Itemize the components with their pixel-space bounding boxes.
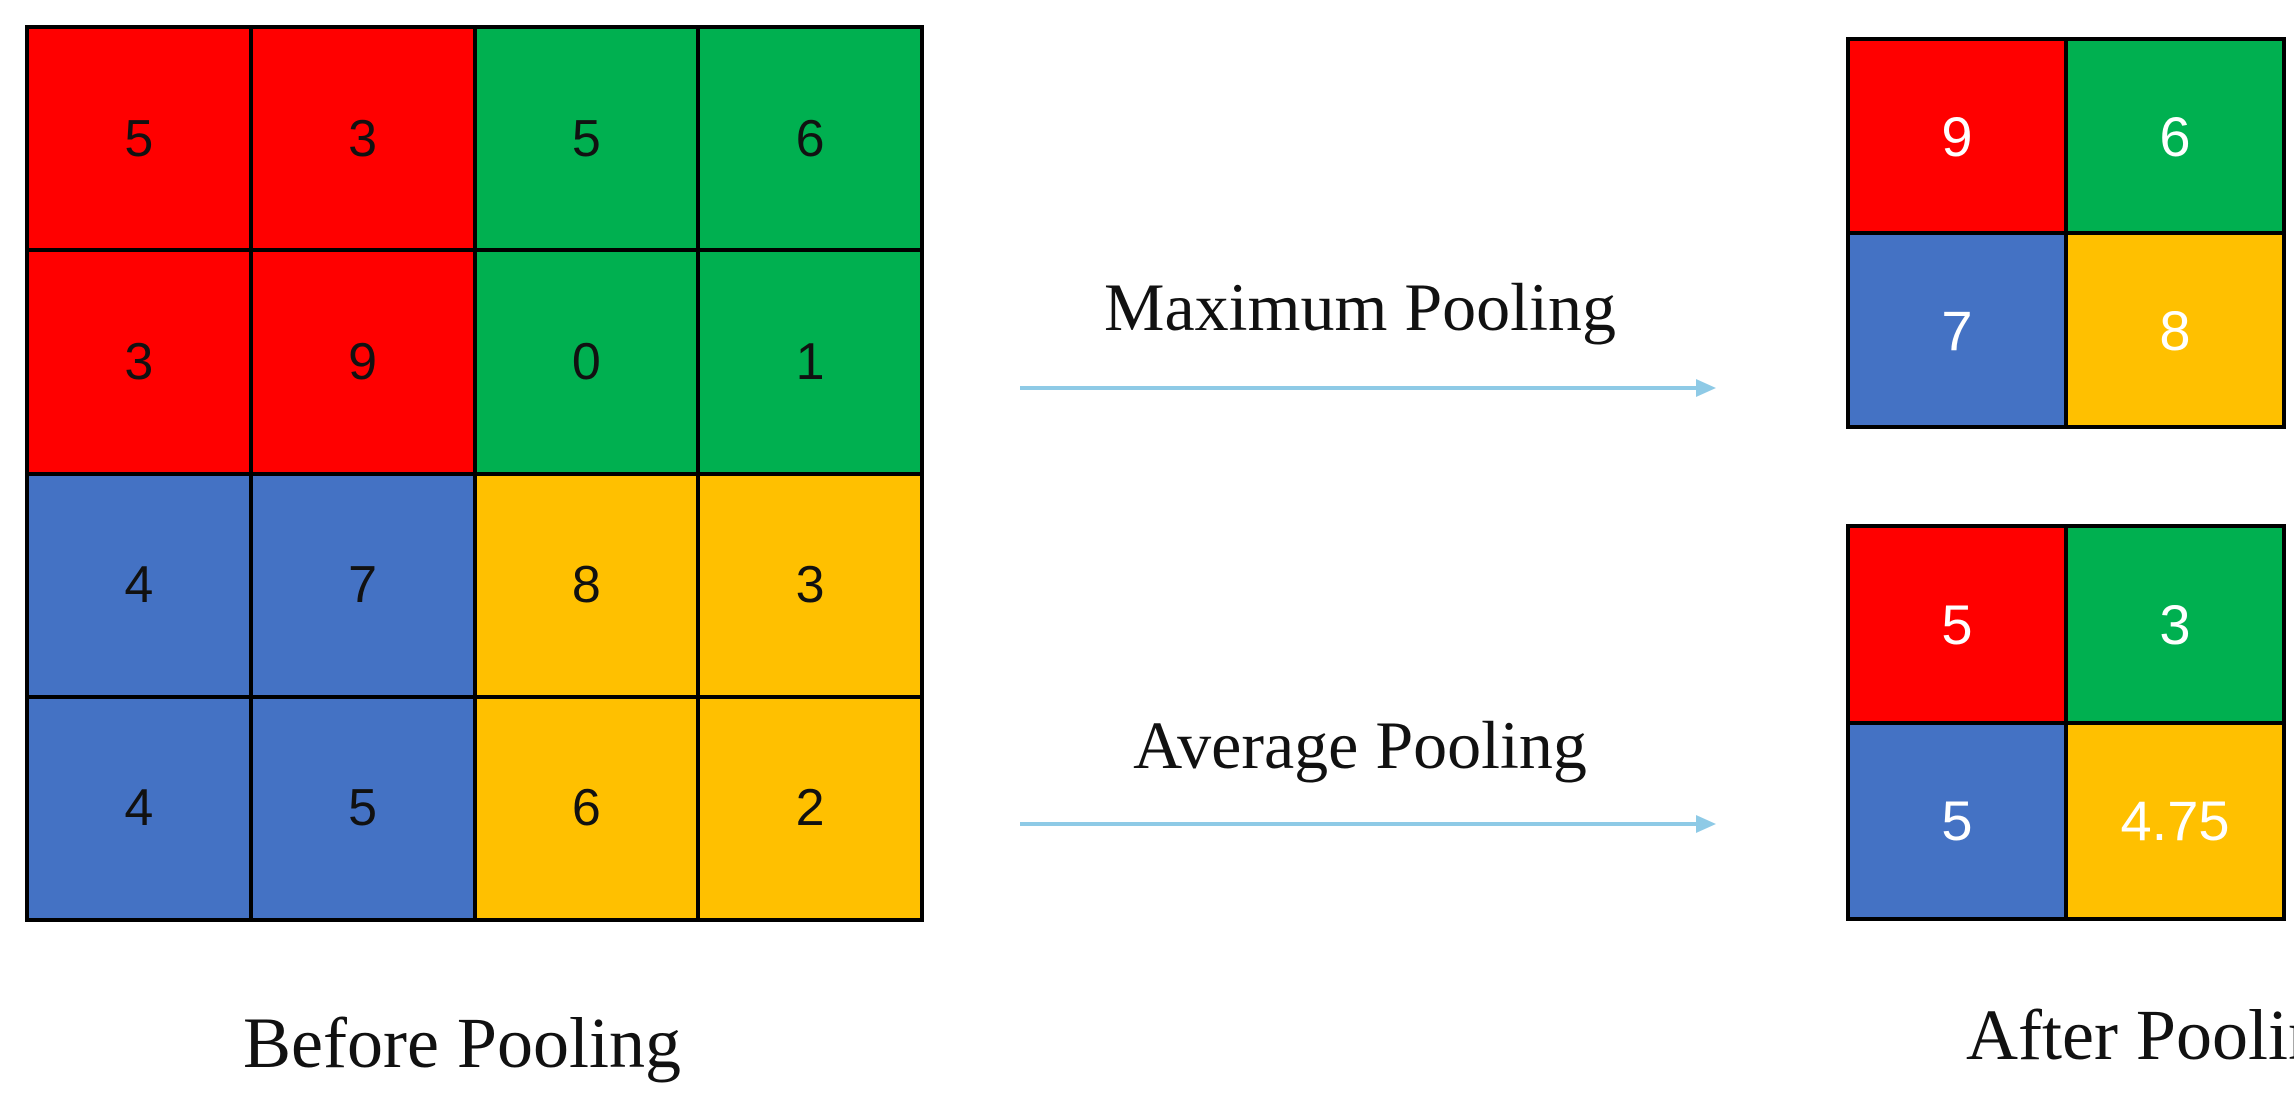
before-cell: 3: [27, 250, 251, 474]
before-cell: 3: [698, 473, 922, 697]
maximum-pooling-arrow-icon: [1020, 379, 1716, 397]
average-pooling-arrow-icon: [1020, 815, 1716, 833]
before-cell: 7: [250, 473, 475, 697]
before-cell: 4: [27, 473, 251, 697]
before-pooling-caption: Before Pooling: [243, 1003, 681, 1083]
before-cell: 5: [27, 27, 251, 251]
before-cell: 1: [698, 250, 922, 474]
before-cell: 8: [474, 473, 699, 697]
before-cell: 4: [27, 696, 251, 920]
average-pooling-result-grid: 5 3 5 4.75: [1846, 524, 2286, 921]
avg-result-cell: 3: [2066, 526, 2284, 723]
after-pooling-caption: After Pooling: [1966, 995, 2294, 1075]
avg-result-cell: 5: [1848, 722, 2066, 919]
maximum-pooling-result-grid: 9 6 7 8: [1846, 37, 2286, 429]
before-cell: 6: [698, 27, 922, 251]
before-cell: 5: [474, 27, 699, 251]
before-cell: 3: [250, 27, 475, 251]
average-pooling-label: Average Pooling: [1133, 707, 1587, 783]
max-result-cell: 9: [1848, 39, 2066, 233]
before-cell: 9: [250, 250, 475, 474]
before-cell: 6: [474, 696, 699, 920]
max-result-cell: 6: [2066, 39, 2284, 233]
max-result-cell: 7: [1848, 233, 2066, 427]
avg-result-cell: 5: [1848, 526, 2066, 723]
max-result-cell: 8: [2066, 233, 2284, 427]
avg-result-cell: 4.75: [2066, 722, 2284, 919]
before-cell: 5: [250, 696, 475, 920]
before-cell: 0: [474, 250, 699, 474]
before-cell: 2: [698, 696, 922, 920]
maximum-pooling-label: Maximum Pooling: [1104, 269, 1616, 345]
before-pooling-grid: 5 3 5 6 3 9 0 1 4 7 8 3 4 5 6 2: [25, 25, 924, 922]
